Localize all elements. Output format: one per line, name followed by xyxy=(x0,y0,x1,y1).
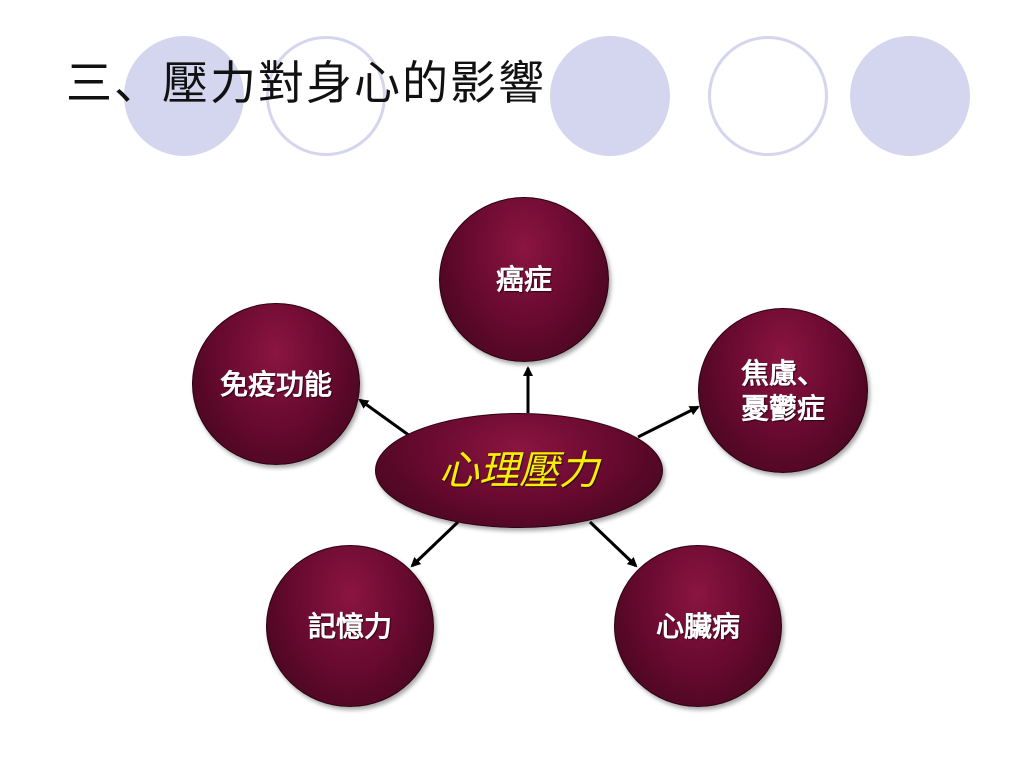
decorative-circle-3 xyxy=(550,36,670,156)
node-anxiety-depression: 焦慮、 憂鬱症 xyxy=(698,308,868,473)
arrow-to-heart xyxy=(588,520,638,568)
node-cancer-label: 癌症 xyxy=(495,263,552,296)
decorative-circle-5 xyxy=(850,36,970,156)
node-memory-label: 記憶力 xyxy=(307,609,392,643)
node-cancer: 癌症 xyxy=(439,197,609,362)
decorative-circle-1 xyxy=(124,36,244,156)
node-anxiety-line-2: 憂鬱症 xyxy=(740,391,825,425)
arrow-to-immune xyxy=(358,398,411,438)
node-anxiety-line-1: 焦慮、 xyxy=(740,356,825,390)
arrow-to-anxiety xyxy=(637,405,700,439)
decorative-ring-2 xyxy=(266,36,386,156)
node-psychological-stress: 心理壓力 xyxy=(375,413,663,528)
node-immune-function-label: 免疫功能 xyxy=(219,367,332,401)
slide-title: 三、壓力對身心的影響 xyxy=(66,56,546,110)
node-heart-disease: 心臟病 xyxy=(614,545,782,707)
node-anxiety-depression-label: 焦慮、 憂鬱症 xyxy=(741,356,825,426)
node-immune-function: 免疫功能 xyxy=(192,303,360,465)
decorative-ring-4 xyxy=(708,36,828,156)
node-heart-disease-label: 心臟病 xyxy=(655,609,740,643)
node-psychological-stress-label: 心理壓力 xyxy=(439,447,599,494)
node-memory: 記憶力 xyxy=(266,545,434,707)
arrow-to-memory xyxy=(410,520,460,568)
